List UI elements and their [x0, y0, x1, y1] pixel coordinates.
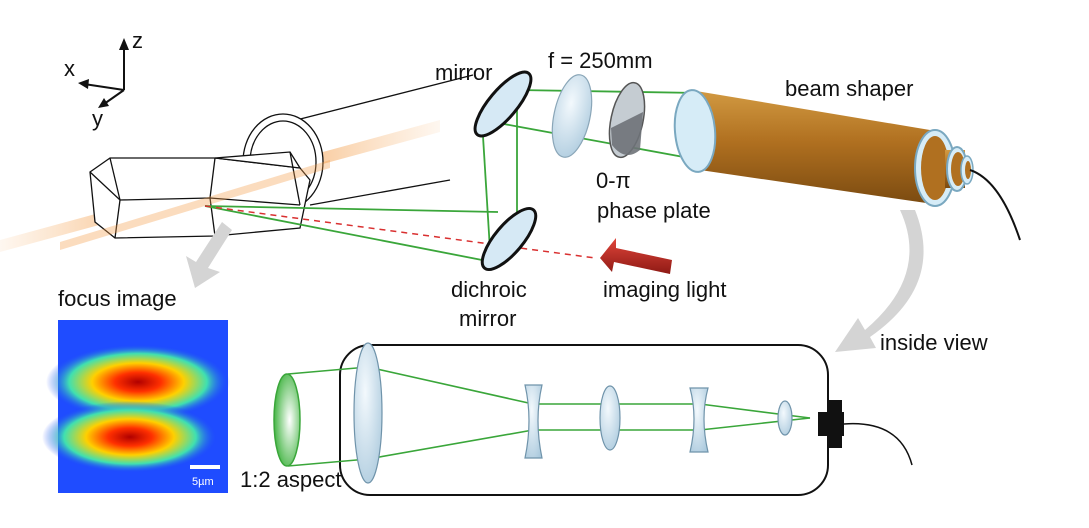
axis-x-label: x	[64, 56, 75, 81]
axis-z-label: z	[132, 28, 143, 53]
focal-length-label: f = 250mm	[548, 48, 653, 73]
inside-lenses	[353, 342, 793, 484]
green-source-beam	[273, 373, 301, 467]
dichroic-mirror	[480, 207, 538, 271]
phase-plate-label-1: 0-π	[596, 168, 631, 193]
focus-arrow	[186, 222, 232, 288]
inside-lens-1	[353, 342, 383, 484]
beam-shaper-label: beam shaper	[785, 76, 913, 101]
phase-plate	[608, 81, 646, 159]
focus-image-label: focus image	[58, 286, 177, 311]
imaging-light-label: imaging light	[603, 277, 727, 302]
mirror-label: mirror	[435, 60, 492, 85]
inside-view-label: inside view	[880, 330, 988, 355]
focusing-lens	[551, 74, 593, 158]
inside-lens-3	[599, 385, 621, 451]
aspect-label: 1:2 aspect	[240, 467, 342, 492]
glass-cell	[89, 151, 311, 239]
axis-y-label: y	[92, 106, 103, 131]
dichroic-label-1: dichroic	[451, 277, 527, 302]
mirror	[473, 70, 533, 138]
axes-indicator: z x y	[64, 28, 143, 131]
inside-lens-2	[524, 384, 543, 459]
focus-image: 5µm	[42, 320, 230, 493]
phase-plate-label-2: phase plate	[597, 198, 711, 223]
inside-lens-4	[689, 387, 709, 453]
green-beam-path	[204, 89, 701, 261]
imaging-light-arrow	[600, 238, 672, 274]
inside-view-housing	[339, 344, 913, 496]
beam-shaper	[673, 89, 1021, 241]
dichroic-label-2: mirror	[459, 306, 516, 331]
inside-view-arrow	[835, 210, 924, 352]
scale-bar-label: 5µm	[192, 476, 214, 488]
inside-lens-5	[777, 400, 793, 436]
